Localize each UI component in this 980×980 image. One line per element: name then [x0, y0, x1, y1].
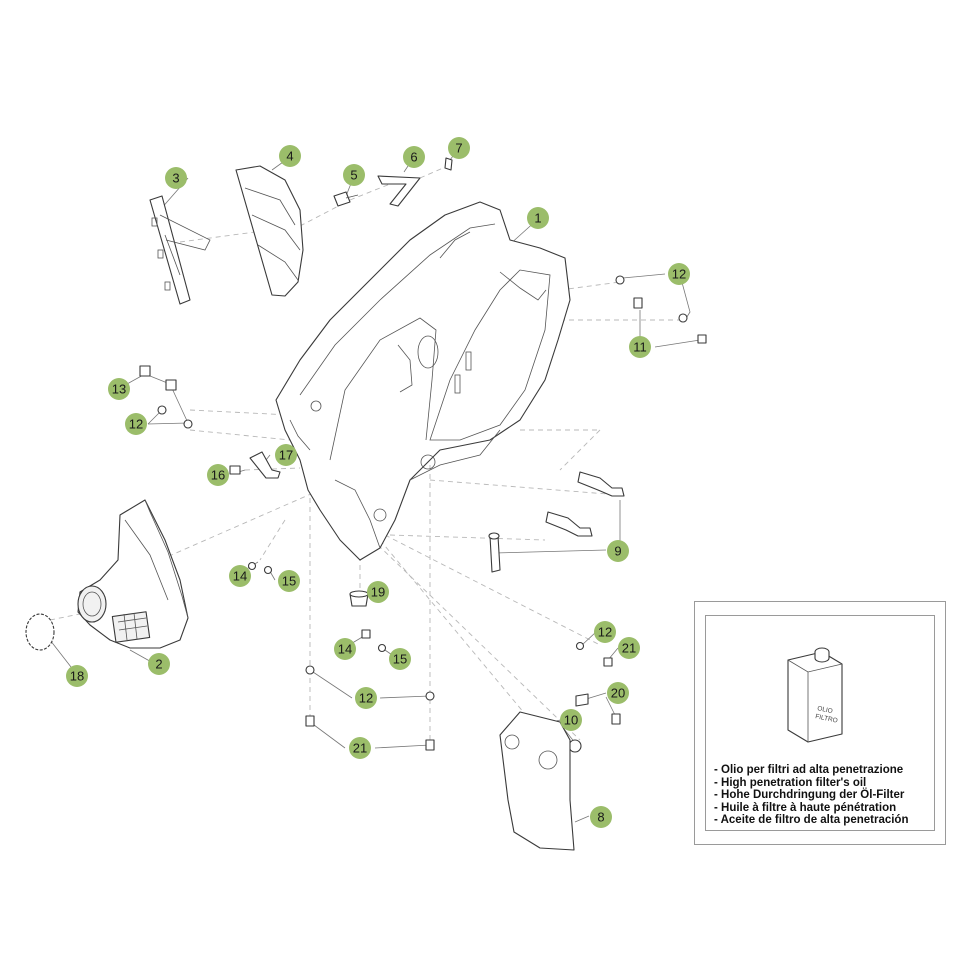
part-hose-clamp: [25, 613, 55, 651]
part-grommet-19: [349, 590, 369, 607]
svg-text:20: 20: [611, 686, 625, 701]
part-clip-7: [444, 157, 453, 171]
callout-badge: 7: [448, 137, 470, 159]
legend-line-it: - Olio per filtri ad alta penetrazione: [714, 764, 904, 776]
part-filter-cage: [149, 195, 211, 305]
callout-badge: 11: [629, 336, 651, 358]
callout-badge: 2: [148, 653, 170, 675]
svg-text:5: 5: [350, 168, 357, 183]
callout-badge: 12: [594, 621, 616, 643]
can-label-line2: FILTRO: [815, 713, 839, 725]
callout-badge: 6: [403, 146, 425, 168]
legend-inner-frame: OLIO FILTRO - Olio per filtri ad alta pe…: [705, 615, 935, 831]
svg-text:12: 12: [672, 267, 686, 282]
callout-badge: 16: [207, 464, 229, 486]
svg-text:19: 19: [371, 585, 385, 600]
oil-can-icon: OLIO FILTRO: [787, 647, 843, 743]
hardware: [139, 275, 707, 753]
callout-badges: 1 2 3 4 5 6 7 8 9 10 11 12 12 12 12 13 1…: [66, 137, 690, 828]
callout-badge: 8: [590, 806, 612, 828]
part-bracket-17: [249, 451, 281, 479]
callout-badge: 13: [108, 378, 130, 400]
callout-badge: 17: [275, 444, 297, 466]
svg-text:4: 4: [286, 149, 293, 164]
svg-text:15: 15: [282, 574, 296, 589]
svg-text:10: 10: [564, 713, 578, 728]
legend-line-en: - High penetration filter's oil: [714, 776, 867, 789]
callout-badge: 21: [618, 637, 640, 659]
part-intake-boot: [77, 499, 189, 649]
callout-badge: 14: [229, 565, 251, 587]
callout-badge: 15: [278, 570, 300, 592]
callout-badge: 1: [527, 207, 549, 229]
svg-text:12: 12: [598, 625, 612, 640]
callout-badge: 9: [607, 540, 629, 562]
part-side-cover: [499, 711, 575, 851]
part-drain-plugs: [488, 471, 625, 573]
callout-badge: 12: [668, 263, 690, 285]
legend-line-fr: - Huile à filtre à haute pénétration: [714, 801, 897, 814]
svg-text:9: 9: [614, 544, 621, 559]
svg-text:13: 13: [112, 382, 126, 397]
can-label-line1: OLIO: [817, 705, 834, 715]
svg-text:8: 8: [597, 810, 604, 825]
svg-text:18: 18: [70, 669, 84, 684]
svg-text:3: 3: [172, 171, 179, 186]
legend-text-list: - Olio per filtri ad alta penetrazione -…: [714, 764, 908, 827]
part-screw-5: [333, 191, 359, 207]
part-airbox: [275, 201, 571, 561]
callout-badge: 19: [367, 581, 389, 603]
callout-badge: 20: [607, 682, 629, 704]
callout-badge: 14: [334, 638, 356, 660]
svg-text:6: 6: [410, 150, 417, 165]
callout-badge: 21: [349, 737, 371, 759]
legend-box: OLIO FILTRO - Olio per filtri ad alta pe…: [694, 601, 946, 845]
svg-text:12: 12: [359, 691, 373, 706]
callout-badge: 5: [343, 164, 365, 186]
intake-grille: [111, 611, 151, 643]
callout-badge: 3: [165, 167, 187, 189]
svg-text:1: 1: [534, 211, 541, 226]
callout-badge: 4: [279, 145, 301, 167]
svg-text:21: 21: [353, 741, 367, 756]
legend-line-es: - Aceite de filtro de alta penetración: [714, 814, 909, 827]
svg-text:16: 16: [211, 468, 225, 483]
callout-badge: 10: [560, 709, 582, 731]
part-air-filter: [235, 165, 304, 297]
svg-text:2: 2: [155, 657, 162, 672]
callout-badge: 15: [389, 648, 411, 670]
svg-text:12: 12: [129, 417, 143, 432]
svg-text:11: 11: [633, 340, 647, 355]
part-clip-6: [377, 175, 421, 207]
svg-text:7: 7: [455, 141, 462, 156]
svg-text:17: 17: [279, 448, 293, 463]
callout-badge: 12: [125, 413, 147, 435]
callout-badge: 18: [66, 665, 88, 687]
legend-line-de: - Hohe Durchdringung der Öl-Filter: [714, 789, 905, 802]
svg-text:14: 14: [338, 642, 352, 657]
svg-text:14: 14: [233, 569, 247, 584]
callout-badge: 12: [355, 687, 377, 709]
svg-text:15: 15: [393, 652, 407, 667]
svg-text:21: 21: [622, 641, 636, 656]
